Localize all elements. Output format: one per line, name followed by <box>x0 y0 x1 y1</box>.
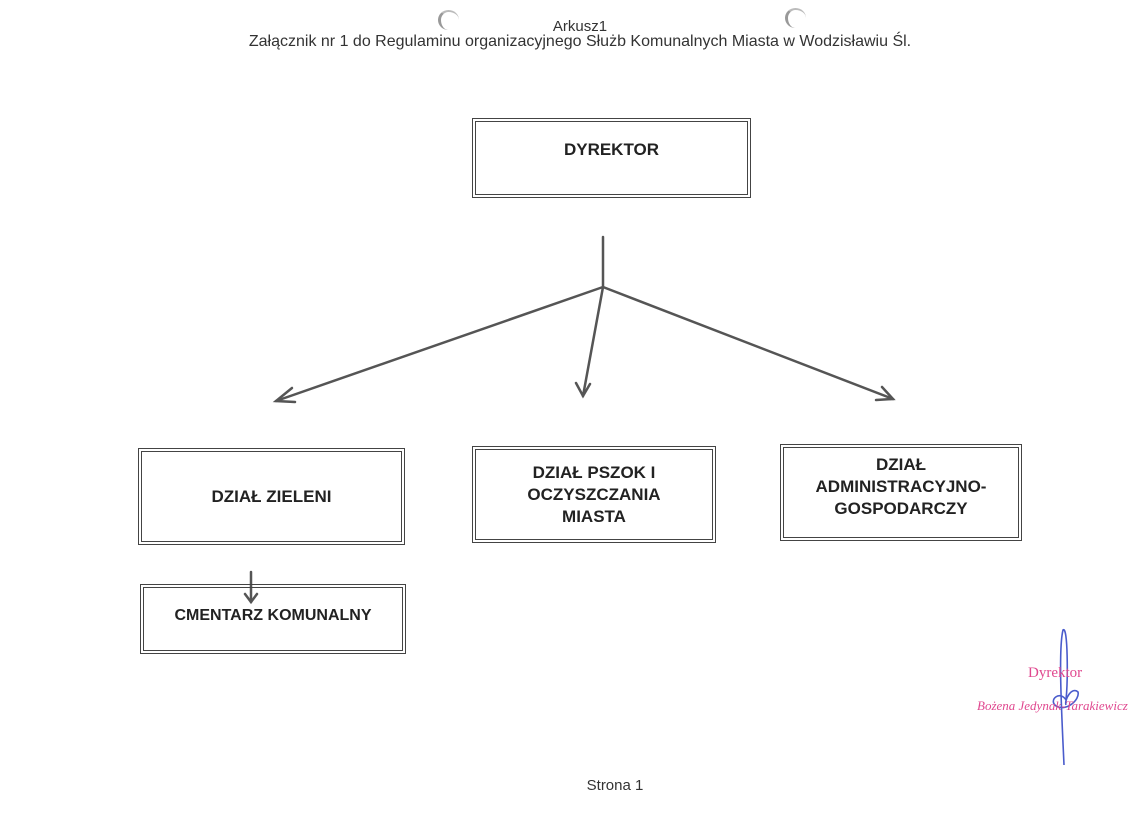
connector-right <box>601 285 895 401</box>
connector-center <box>581 285 605 398</box>
org-box-label: DYREKTOR <box>475 121 748 195</box>
org-box-label: DZIAŁ PSZOK I OCZYSZCZANIA MIASTA <box>475 449 713 540</box>
org-box-label: DZIAŁ ZIELENI <box>141 451 402 542</box>
punch-hole-mark <box>785 8 806 28</box>
page-number: Strona 1 <box>586 777 644 794</box>
org-box-dzial-zieleni: DZIAŁ ZIELENI <box>138 448 405 545</box>
arrow-head-icon <box>874 385 896 402</box>
sheet-name: Arkusz1 <box>552 18 608 35</box>
org-box-dzial-pszok: DZIAŁ PSZOK I OCZYSZCZANIA MIASTA <box>472 446 716 543</box>
arrow-head-icon <box>272 386 297 404</box>
org-box-label: CMENTARZ KOMUNALNY <box>143 587 403 651</box>
punch-hole-mark <box>438 10 459 30</box>
connector-left <box>274 285 605 403</box>
document-title: Załącznik nr 1 do Regulaminu organizacyj… <box>248 33 912 50</box>
org-box-label: DZIAŁ ADMINISTRACYJNO-GOSPODARCZY <box>783 447 1019 538</box>
signature-scribble <box>1052 629 1079 766</box>
arrow-head-icon <box>574 381 592 399</box>
org-box-director: DYREKTOR <box>472 118 751 198</box>
arrow-head-icon <box>243 592 259 605</box>
signature-name: Bożena Jedynak-Tarakiewicz <box>977 698 1128 713</box>
org-box-dzial-administracyjno-gospodarczy: DZIAŁ ADMINISTRACYJNO-GOSPODARCZY <box>780 444 1022 541</box>
signature-role: Dyrektor <box>1028 665 1083 681</box>
org-box-cmentarz-komunalny: CMENTARZ KOMUNALNY <box>140 584 406 654</box>
